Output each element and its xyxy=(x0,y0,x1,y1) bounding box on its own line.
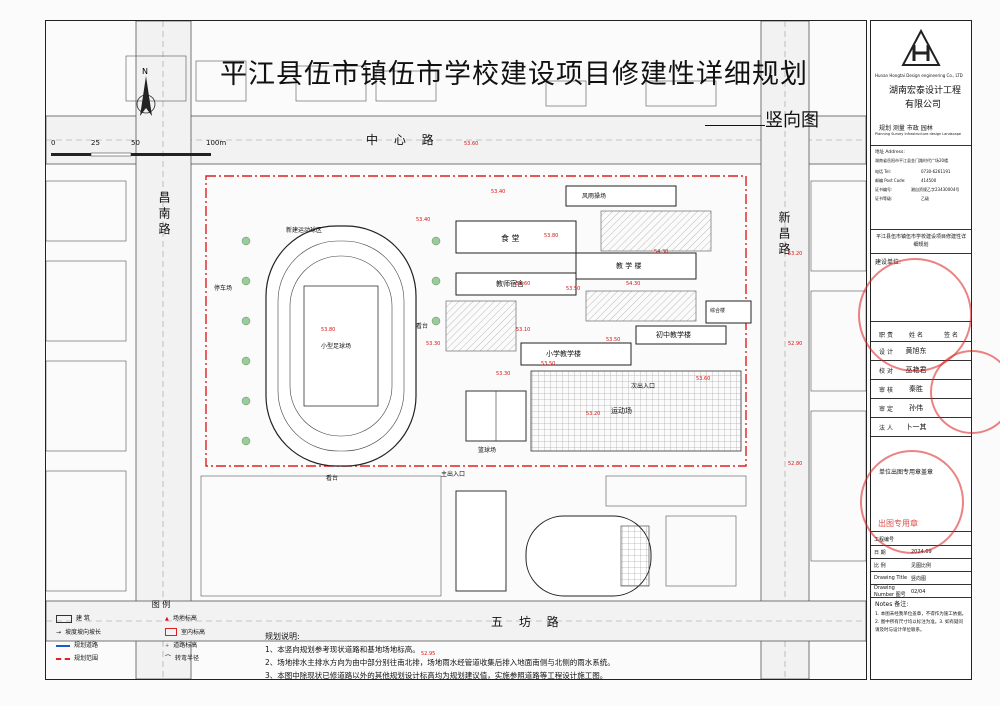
label-entry: 主出入口 xyxy=(441,471,466,478)
post: 414500 xyxy=(921,178,937,183)
client-label: 建设单位: xyxy=(875,259,902,266)
label-gym: 风雨操场 xyxy=(582,193,607,200)
elevation-mark: 53.30 xyxy=(426,341,441,347)
label-track: 小型足球场 xyxy=(321,343,352,350)
elevation-mark: 53.50 xyxy=(541,361,556,367)
subtitle-rule xyxy=(705,125,765,126)
elevation-mark: 53.20 xyxy=(788,251,803,257)
label-elementary: 小学教学楼 xyxy=(546,350,581,358)
road-label-west: 昌 南 路 xyxy=(157,191,171,235)
company-seal xyxy=(860,450,964,554)
legend-item: ▲场地标高 xyxy=(165,615,197,622)
elevation-mark: 52.95 xyxy=(421,651,436,657)
label-east-gate: 次出入口 xyxy=(631,383,656,390)
company-seal xyxy=(858,258,972,372)
elevation-mark: 53.80 xyxy=(544,233,559,239)
elevation-mark: 53.50 xyxy=(566,286,581,292)
legend-item: 规划道路 xyxy=(56,640,157,649)
legend-item: 室内标高 xyxy=(165,627,266,636)
site-plan: N xyxy=(46,21,866,679)
services: 规划 测量 市政 园林 xyxy=(879,125,933,132)
company-logo xyxy=(901,29,941,66)
elevation-mark: 53.80 xyxy=(321,327,336,333)
page-title: 平江县伍市镇伍市学校建设项目修建性详细规划 xyxy=(220,59,808,90)
cert: 湘自资规乙字23430004号 xyxy=(911,187,960,192)
label-teaching: 教 学 楼 xyxy=(616,262,642,270)
scale-label-50: 50 xyxy=(131,139,140,147)
elevation-mark: 54.30 xyxy=(626,281,641,287)
elevation-mark: 52.90 xyxy=(788,341,803,347)
post-label: 邮编 Post Code: xyxy=(875,178,906,183)
legend-item: →坡度坡向坡长 xyxy=(56,628,102,636)
elevation-mark: 53.20 xyxy=(586,411,601,417)
elevation-mark: 53.60 xyxy=(696,376,711,382)
elevation-mark: 53.30 xyxy=(496,371,511,377)
grade: 乙级 xyxy=(921,196,929,201)
seal-text: 出图专用章 xyxy=(878,519,918,528)
scale-label-100: 100m xyxy=(206,139,227,147)
planning-notes: 规划说明: 1、本竖向规划参考现状道路和基地场地标高。 2、场地排水主排水方向为… xyxy=(265,630,615,682)
note-2: 2、场地排水主排水方向为由中部分别往南北排，场地雨水经管道收集后排入地面南侧与北… xyxy=(265,658,615,667)
road-label-east: 新 昌 路 xyxy=(777,211,791,255)
road-label-north: 中 心 路 xyxy=(366,133,440,147)
elevation-mark: 53.60 xyxy=(516,281,531,287)
sign-row: 审 核秦胜 xyxy=(871,380,971,399)
legend-item: 规划范围 xyxy=(56,653,157,662)
legend: 图 例 建 筑 ▲场地标高 →坡度坡向坡长 室内标高 规划道路 +道路标高 规划… xyxy=(56,599,266,662)
elevation-mark: 53.50 xyxy=(606,337,621,343)
elevation-mark: 54.30 xyxy=(654,249,669,255)
company-cn-2: 有限公司 xyxy=(905,100,942,110)
notes-label: Notes 备注: xyxy=(875,601,909,608)
notes-heading: 规划说明: xyxy=(265,632,300,641)
tel-label: 电话 Tel: xyxy=(875,169,891,174)
scale-label-0: 0 xyxy=(51,139,56,147)
label-parking: 停车场 xyxy=(214,285,233,292)
scale-label-25: 25 xyxy=(91,139,100,147)
label-toilet: 综合楼 xyxy=(710,308,726,314)
cert-label: 证书编号: xyxy=(875,187,893,192)
elevation-mark: 53.40 xyxy=(491,189,506,195)
page-subtitle: 竖向图 xyxy=(765,110,819,131)
label-canteen: 食 堂 xyxy=(501,234,520,243)
company-cn-1: 湖南宏泰设计工程 xyxy=(889,86,962,96)
elevation-mark: 52.80 xyxy=(788,461,803,467)
elevation-mark: 53.40 xyxy=(416,217,431,223)
label-stands: 看台 xyxy=(326,475,339,482)
note-3: 3、本图中除现状已修道路以外的其他规划设计标高均为规划建议值，实施参照道路等工程… xyxy=(265,671,608,680)
tb-notes: 1. 本图未经我单位盖章，不得作为施工依据。2. 图中所有尺寸均以标注为准。3.… xyxy=(875,612,967,633)
elevation-mark: 53.60 xyxy=(464,141,479,147)
company-seal xyxy=(930,350,1000,434)
company-en: Hunan Hongtai Design engineering Co., LT… xyxy=(875,73,963,78)
address: 湖南省岳阳市平江县金门路时代广场20楼 xyxy=(875,158,949,163)
sign-row: 审 定孙伟 xyxy=(871,399,971,418)
label-dorm: 新建运动球区 xyxy=(286,227,323,234)
services-en: Planning Survey Infrastructure design La… xyxy=(875,132,962,136)
label-plaza: 运动场 xyxy=(611,407,632,415)
road-label-south: 五 坊 路 xyxy=(491,615,565,629)
tel: 0730-6261191 xyxy=(921,169,951,174)
elevation-mark: 53.10 xyxy=(516,327,531,333)
label-teacher: 教师宿舍 xyxy=(496,280,524,288)
map-frame: N 0 25 50 100m 中 心 路 昌 南 路 新 昌 路 五 坊 路 新… xyxy=(45,20,867,680)
legend-item: +道路标高 xyxy=(165,642,198,649)
legend-item: ⌒转弯半径 xyxy=(165,655,200,662)
address-label: 地址 Address: xyxy=(875,150,905,155)
note-1: 1、本竖向规划参考现状道路和基地场地标高。 xyxy=(265,645,420,654)
grade-label: 证书等级: xyxy=(875,196,893,201)
project-name: 平江县伍市镇伍市学校建设项目修建性详细规划 xyxy=(875,234,966,248)
label-stair: 看台 xyxy=(416,323,429,330)
legend-title: 图 例 xyxy=(151,600,171,609)
svg-text:N: N xyxy=(142,67,148,76)
sign-row: 法 人卜一其 xyxy=(871,418,971,437)
label-middle: 初中教学楼 xyxy=(656,331,691,339)
label-court: 篮球场 xyxy=(478,447,497,454)
legend-item: 建 筑 xyxy=(56,613,157,623)
